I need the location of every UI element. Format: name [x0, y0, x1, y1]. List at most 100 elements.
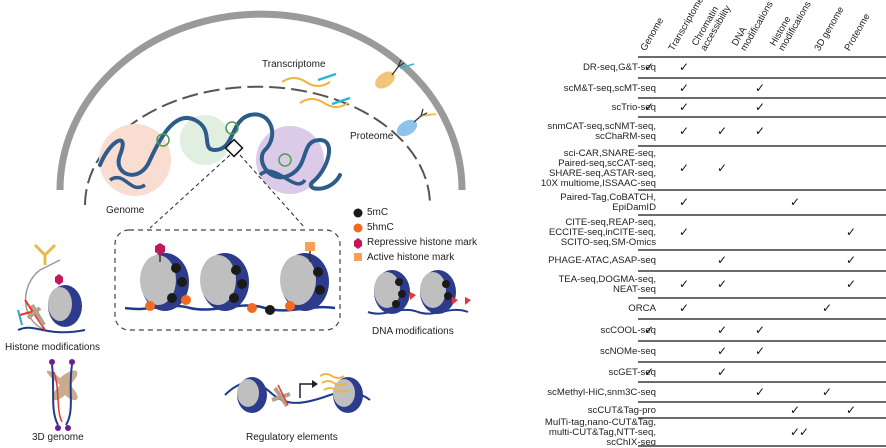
legend-repressive-histone-mark: Repressive histone mark	[367, 237, 478, 248]
legend-5mc: 5mC	[367, 207, 389, 218]
method-label-line: scMethyl-HiC,snm3C-seq	[547, 386, 656, 398]
cell-illustration	[17, 10, 471, 431]
chromatin-fiber	[98, 112, 342, 191]
check-mark: ✓	[717, 344, 728, 358]
check-mark: ✓	[846, 225, 857, 239]
row-divider	[638, 340, 886, 342]
surface-protein	[396, 119, 418, 137]
nucleosome-marker	[225, 121, 239, 135]
zoom-box	[224, 138, 244, 158]
method-label-line: EpiDamID	[612, 202, 656, 213]
row-divider	[638, 318, 886, 320]
method-label-line: ORCA	[628, 303, 656, 314]
row-divider	[638, 361, 886, 363]
method-label: scGET-seq	[608, 366, 656, 378]
method-label-line: NEAT-seq	[612, 284, 656, 295]
column-header: 3D genome	[812, 5, 846, 53]
method-label: Paired-Tag,CoBATCH,EpiDamID	[560, 193, 656, 213]
nucleosome-1	[140, 243, 191, 311]
nucleosome-2	[200, 253, 275, 315]
check-mark: ✓	[644, 323, 655, 337]
check-mark: ✓	[755, 384, 766, 399]
rna-strand	[331, 96, 351, 106]
method-label-line: scCUT&Tag-pro	[587, 404, 656, 416]
label-dna-modifications: DNA modifications	[372, 326, 454, 337]
method-label-line: SCITO-seq,SM-Omics	[560, 237, 656, 248]
nucleosome-marker	[278, 153, 292, 167]
check-mark: ✓	[717, 364, 728, 379]
column-header-line: Proteome	[842, 11, 873, 54]
method-label: TEA-seq,DOGMA-seq,NEAT-seq	[558, 275, 656, 295]
check-mark: ✓	[717, 161, 728, 175]
legend-repressive-swatch	[354, 238, 362, 249]
check-mark: ✓	[755, 124, 766, 138]
method-label: DR-seq,G&T-seq	[583, 63, 656, 73]
method-label-line: sci-CAR,SNARE-seq,	[563, 148, 656, 159]
surface-protein	[375, 71, 395, 89]
check-mark: ✓	[755, 81, 766, 95]
check-mark: ✓	[790, 195, 801, 209]
column-header: Genome	[638, 15, 667, 54]
method-label-line: 10X multiome,ISSAAC-seq	[540, 178, 656, 189]
method-label-line: scTrio-seq	[611, 102, 656, 113]
label-proteome: Proteome	[350, 131, 394, 142]
check-mark: ✓	[755, 323, 766, 337]
check-mark: ✓	[679, 225, 690, 239]
method-label-line: scM&T-seq,scMT-seq	[563, 83, 656, 94]
row-divider	[638, 270, 886, 272]
row-divider	[638, 297, 886, 299]
method-label: sci-CAR,SNARE-seq,Paired-seq,scCAT-seq,S…	[541, 149, 656, 189]
check-mark: ✓	[679, 301, 690, 315]
method-label-line: snmCAT-seq,scNMT-seq,	[547, 121, 656, 132]
check-mark: ✓	[679, 195, 690, 209]
check-mark: ✓	[717, 253, 728, 267]
method-label-line: scNOMe-seq	[600, 346, 656, 357]
method-label: scCOOL-seq	[601, 326, 656, 336]
check-mark: ✓	[755, 100, 766, 114]
method-label-line: SHARE-seq,ASTAR-seq,	[549, 168, 656, 179]
method-label: scCUT&Tag-pro	[587, 404, 656, 416]
row-divider	[638, 97, 886, 99]
method-label-line: PHAGE-ATAC,ASAP-seq	[548, 255, 656, 266]
rna-strand	[281, 77, 331, 87]
check-mark: ✓	[717, 323, 728, 337]
method-label: scMethyl-HiC,snm3C-seq	[547, 386, 656, 398]
check-mark: ✓	[790, 402, 801, 417]
row-divider	[638, 145, 886, 147]
label-3d-genome: 3D genome	[32, 432, 84, 443]
method-label: scTrio-seq	[612, 103, 656, 113]
row-divider	[638, 77, 886, 79]
method-label: scM&T-seq,scMT-seq	[564, 84, 656, 94]
check-mark: ✓	[679, 81, 690, 95]
check-mark: ✓	[790, 424, 801, 439]
histone-modification-icon	[17, 243, 86, 334]
row-divider	[638, 401, 886, 403]
barcode-strand	[421, 113, 437, 117]
legend-5hmc: 5hmC	[367, 222, 394, 233]
check-mark: ✓	[679, 100, 690, 114]
method-label: CITE-seq,REAP-seq,ECCITE-seq,inCITE-seq,…	[549, 218, 656, 248]
check-mark: ✓	[846, 402, 857, 417]
check-mark: ✓	[679, 277, 690, 291]
method-label-line: Paired-seq,scCAT-seq,	[558, 158, 656, 169]
check-mark: ✓	[846, 253, 857, 267]
column-header-line: Genome	[638, 15, 667, 54]
antibody-icon	[391, 59, 405, 76]
row-divider	[638, 56, 886, 58]
method-label-line: scCOOL-seq	[600, 325, 656, 336]
cell-membrane	[56, 10, 466, 191]
method-label-line: Paired-Tag,CoBATCH,	[560, 192, 656, 203]
row-divider	[638, 116, 886, 118]
method-label: MulTi-tag,nano-CUT&Tag,multi-CUT&Tag,NTT…	[545, 417, 656, 448]
label-transcriptome: Transcriptome	[262, 59, 326, 70]
legend-active-swatch	[354, 253, 362, 261]
method-label-line: scChaRM-seq	[595, 131, 656, 142]
check-mark: ✓	[644, 364, 655, 379]
nucleosome-3	[280, 242, 329, 311]
legend-active-histone-mark: Active histone mark	[367, 252, 455, 263]
method-label-line: scGET-seq	[608, 366, 656, 378]
row-divider	[638, 417, 886, 419]
check-mark: ✓	[644, 60, 655, 74]
